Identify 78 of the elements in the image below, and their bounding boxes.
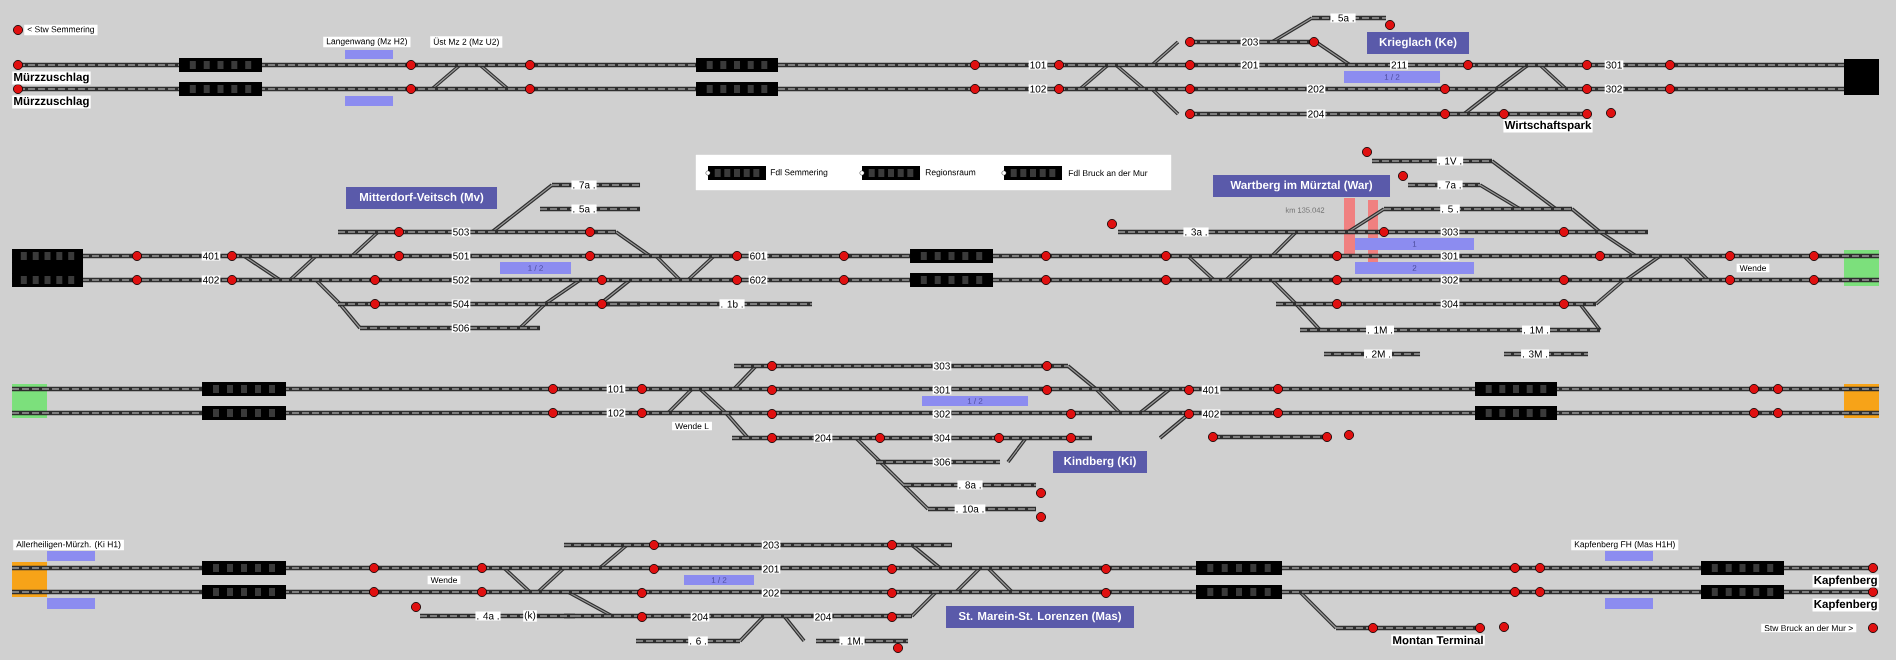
destination-label: Wende — [1736, 263, 1770, 273]
track-number: 601 — [748, 251, 768, 261]
station-name-box: Kindberg (Ki) — [1053, 451, 1147, 473]
siding-label: . 6 . — [688, 636, 708, 646]
siding-label: . 7a . — [1437, 180, 1463, 190]
track-number: 602 — [748, 275, 768, 285]
station-name-box: Wartberg im Mürztal (War) — [1213, 175, 1390, 197]
track-number: 304 — [1440, 299, 1460, 309]
siding-label: . 5a . — [1330, 13, 1356, 23]
track-number: 204 — [813, 433, 833, 443]
track-number: 211 — [1390, 60, 1408, 70]
siding-label: . 5 . — [1440, 204, 1460, 214]
siding-label: . 4a . — [475, 611, 501, 621]
destination-label: Wende L — [672, 421, 712, 431]
siding-label: . 1M . — [1522, 325, 1550, 335]
track-number: 201 — [1240, 60, 1260, 70]
siding-label: (k) — [523, 610, 537, 622]
destination-label: Langenwang (Mz H2) — [323, 36, 411, 48]
place-name: Kapfenberg — [1812, 598, 1879, 612]
siding-label: . 3a . — [1183, 227, 1209, 237]
siding-label: . 5a . — [571, 204, 597, 214]
siding-label: . 7a . — [571, 180, 597, 190]
track-number: 302 — [1604, 84, 1624, 94]
destination-label: Üst Mz 2 (Mz U2) — [430, 36, 503, 48]
track-number: 301 — [1604, 60, 1624, 70]
track-number: 102 — [1028, 84, 1048, 94]
track-number: 201 — [761, 564, 781, 574]
track-number: 303 — [1440, 227, 1460, 237]
track-number: 204 — [690, 612, 710, 622]
track-number: 204 — [1306, 109, 1326, 119]
track-number: 301 — [1440, 251, 1460, 261]
track-number: 501 — [451, 251, 471, 261]
track-number: 502 — [451, 275, 471, 285]
track-number: 101 — [606, 384, 626, 394]
track-number: 203 — [1240, 37, 1260, 47]
track-number: 302 — [1440, 275, 1460, 285]
siding-label: . 1M . — [1366, 325, 1394, 335]
track-number: 304 — [932, 433, 952, 443]
destination-label: Wende — [427, 575, 461, 585]
legend-label: Regionsraum — [925, 169, 976, 177]
track-number: 306 — [932, 457, 952, 467]
siding-label: . 1b . — [719, 299, 745, 309]
place-name: Mürzzuschlag — [12, 95, 91, 109]
track-number: 303 — [932, 361, 952, 371]
track-number: 202 — [761, 588, 781, 598]
siding-label: . 1M. — [839, 636, 865, 646]
siding-label: . 2M . — [1364, 349, 1392, 359]
place-name: Mürzzuschlag — [12, 71, 91, 85]
track-number: 401 — [201, 251, 221, 261]
track-number: 202 — [1306, 84, 1326, 94]
track-number: 101 — [1028, 60, 1048, 70]
track-number: 402 — [201, 275, 221, 285]
destination-label: < Stw Semmering — [24, 24, 98, 36]
destination-label: Kapfenberg FH (Mas H1H) — [1571, 539, 1679, 551]
place-name: Wirtschaftspark — [1503, 119, 1593, 133]
track-number: 503 — [451, 227, 471, 237]
siding-label: . 3M . — [1521, 349, 1549, 359]
station-name-box: Mitterdorf-Veitsch (Mv) — [346, 187, 497, 209]
section-bar: 1 / 2 — [684, 575, 754, 585]
legend-label: Fdl Bruck an der Mur — [1068, 169, 1148, 177]
track-number: 102 — [606, 408, 626, 418]
place-name: Kapfenberg — [1812, 574, 1879, 588]
siding-label: . 8a . — [957, 480, 983, 490]
siding-label: . 1V . — [1436, 156, 1464, 166]
legend-label: Fdl Semmering — [770, 169, 828, 177]
destination-label: Allerheiligen-Mürzh. (Ki H1) — [13, 539, 124, 551]
track-number: 204 — [813, 612, 833, 622]
destination-label: Stw Bruck an der Mur > — [1761, 623, 1857, 633]
track-number: 203 — [761, 540, 781, 550]
track-number: 401 — [1201, 385, 1221, 395]
track-number: 504 — [451, 299, 471, 309]
place-name: Montan Terminal — [1391, 634, 1485, 646]
siding-label: . 10a . — [954, 504, 986, 514]
station-name-box: Krieglach (Ke) — [1367, 32, 1469, 54]
track-number: 402 — [1201, 409, 1221, 419]
section-bar: 1 / 2 — [922, 396, 1028, 406]
station-name-box: St. Marein-St. Lorenzen (Mas) — [946, 606, 1134, 628]
track-number: 506 — [451, 323, 471, 333]
